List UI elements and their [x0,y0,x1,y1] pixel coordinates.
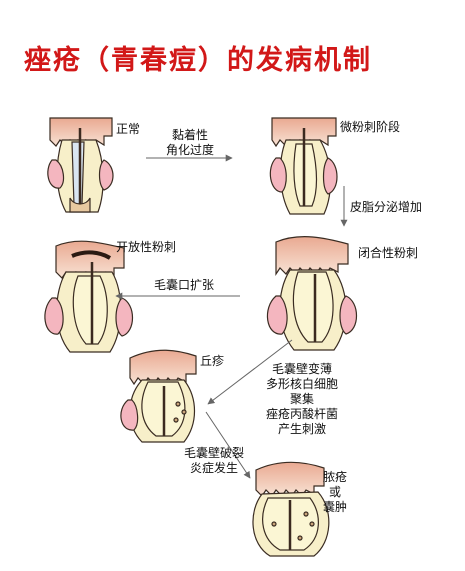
transition-t4-line2: 多形核白细胞 [265,377,338,391]
follicle-pustule-cyst [252,461,330,557]
transition-t4-line5: 产生刺激 [277,422,326,436]
transition-hyperkeratinization: 黏着性 角化过度 [150,128,230,158]
label-or: 或 [328,485,341,499]
label-cyst: 囊肿 [322,500,347,514]
transition-t5-line2: 炎症发生 [189,461,238,475]
follicle-papule [120,349,197,443]
transition-t4-line1: 毛囊壁变薄 [271,362,332,376]
label-microcomedone: 微粉刺阶段 [340,120,401,134]
follicle-microcomedone [269,117,338,215]
label-open-comedone: 开放性粉刺 [116,240,177,254]
follicle-normal [47,117,114,213]
page-title: 痤疮（青春痘）的发病机制 [24,45,372,76]
arrow-papule-to-pustule [205,411,251,479]
arrow-closed-to-papule [207,339,293,405]
label-pustule-cyst: 脓疮 或 囊肿 [322,470,348,515]
label-normal: 正常 [116,122,141,136]
label-pustule: 脓疮 [322,470,347,484]
follicle-closed-comedone [266,236,358,351]
label-papule: 丘疹 [200,354,225,368]
transition-t5-line1: 毛囊壁破裂 [183,446,244,460]
transition-inflammation-factors: 毛囊壁变薄 多形核白细胞 聚集 痤疮丙酸杆菌 产生刺激 [254,362,350,437]
transition-t4-line3: 聚集 [289,392,314,406]
transition-sebum-increase: 皮脂分泌增加 [350,200,423,214]
transition-t1-line1: 黏着性 [171,128,208,142]
transition-wall-rupture: 毛囊壁破裂 炎症发生 [176,446,252,476]
follicle-open-comedone [44,240,134,353]
transition-pore-dilation: 毛囊口扩张 [154,278,215,292]
transition-t1-line2: 角化过度 [165,143,214,157]
label-closed-comedone: 闭合性粉刺 [358,246,419,260]
transition-t4-line4: 痤疮丙酸杆菌 [265,407,338,421]
